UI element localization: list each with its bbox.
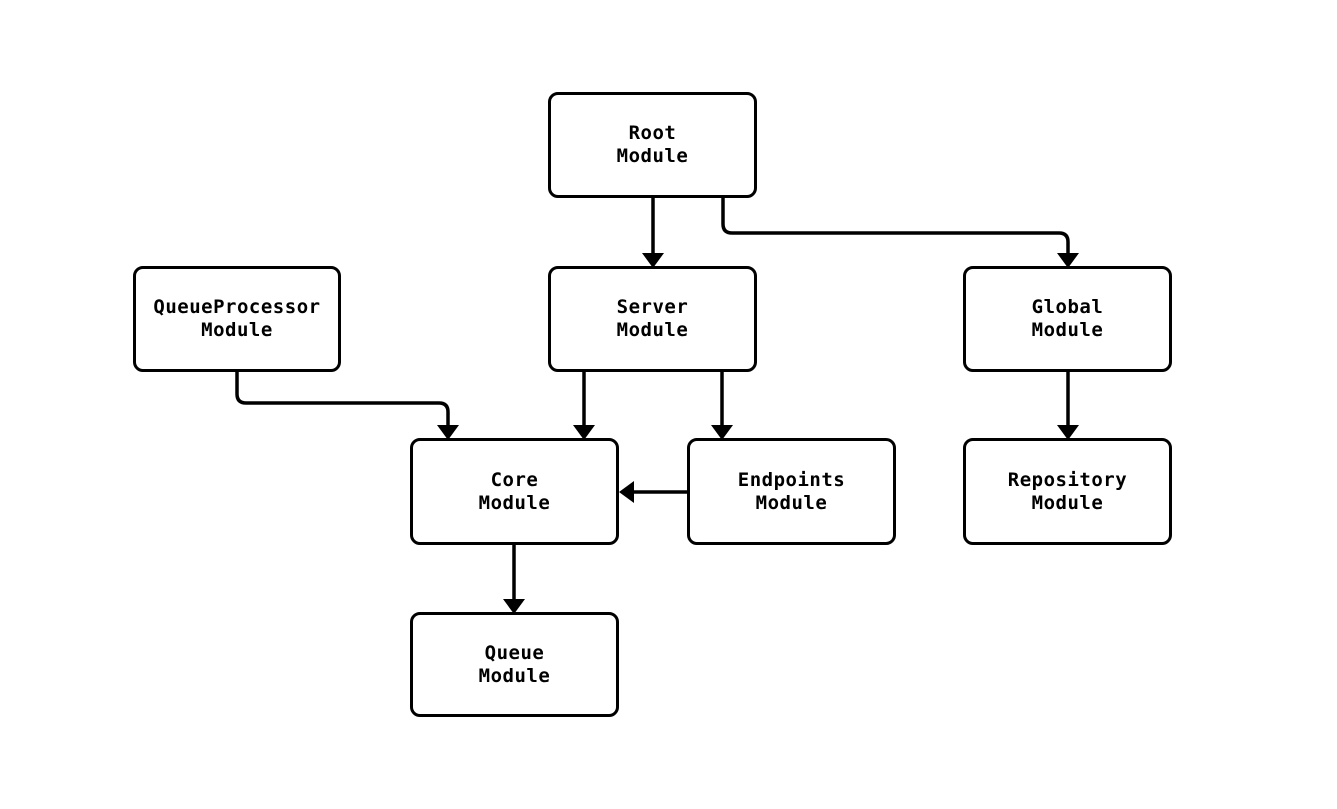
node-core-module: Core Module: [410, 438, 619, 545]
node-label-line: Server: [616, 296, 689, 318]
node-server-module-label: Server Module: [617, 296, 689, 342]
node-label-line: Root: [628, 122, 677, 144]
arrowhead-server-module-to-core-module: [573, 425, 595, 440]
node-label-line: Module: [755, 491, 828, 514]
node-global-module-label: Global Module: [1032, 296, 1104, 342]
node-repository-module-label: Repository Module: [1008, 469, 1127, 515]
node-label-line: Module: [616, 319, 689, 341]
node-label-line: Global: [1031, 296, 1104, 318]
arrowhead-endpoints-module-to-core-module: [619, 481, 634, 503]
arrowhead-core-module-to-queue-module: [503, 599, 525, 614]
node-label-line: Endpoints: [737, 468, 846, 491]
node-repository-module: Repository Module: [963, 438, 1172, 545]
arrowhead-queueprocessor-module-to-core-module: [437, 425, 459, 440]
node-label-line: Repository: [1007, 468, 1128, 491]
node-label-line: Module: [478, 491, 551, 514]
arrowhead-root-module-to-server-module: [642, 253, 664, 268]
edge-queueprocessor-module-to-core-module: [235, 372, 450, 427]
node-endpoints-module-label: Endpoints Module: [738, 469, 845, 515]
node-root-module-label: Root Module: [617, 122, 689, 168]
node-endpoints-module: Endpoints Module: [687, 438, 896, 545]
node-label-line: Module: [1031, 491, 1104, 514]
node-root-module: Root Module: [548, 92, 757, 198]
node-label-line: Module: [616, 145, 689, 167]
node-label-line: Module: [201, 319, 273, 341]
node-queueprocessor-module: QueueProcessor Module: [133, 266, 341, 372]
node-label-line: Core: [490, 468, 539, 491]
node-label-line: Module: [1031, 319, 1104, 341]
node-queueprocessor-module-label: QueueProcessor Module: [153, 296, 320, 342]
node-global-module: Global Module: [963, 266, 1172, 372]
arrowhead-server-module-to-endpoints-module: [711, 425, 733, 440]
node-queue-module: Queue Module: [410, 612, 619, 717]
node-core-module-label: Core Module: [479, 469, 551, 515]
node-server-module: Server Module: [548, 266, 757, 372]
node-label-line: Module: [478, 664, 551, 687]
arrowhead-global-module-to-repository-module: [1057, 425, 1079, 440]
edge-root-module-to-global-module: [721, 198, 1070, 255]
node-label-line: Queue: [484, 641, 545, 664]
arrowhead-root-module-to-global-module: [1057, 253, 1079, 268]
node-queue-module-label: Queue Module: [479, 642, 551, 688]
node-label-line: QueueProcessor: [153, 296, 321, 318]
